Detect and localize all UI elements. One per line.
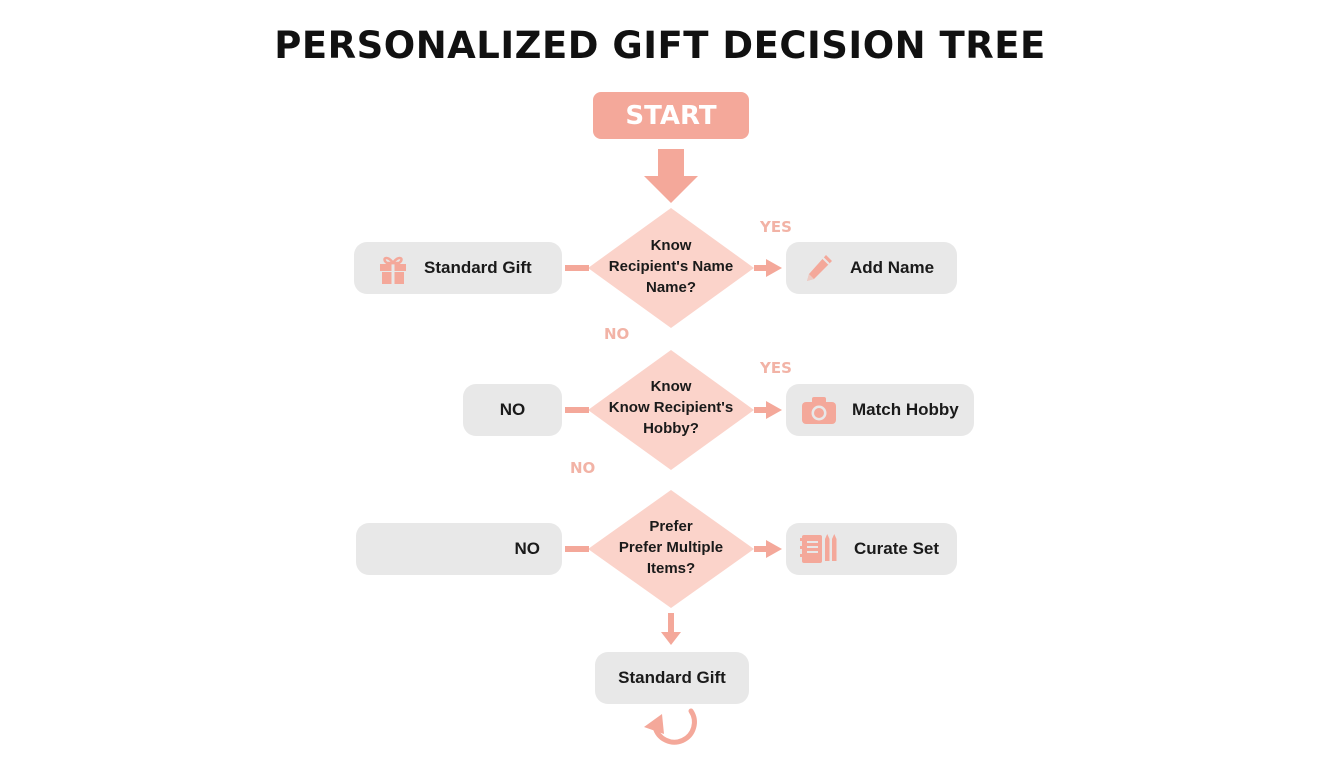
- match-hobby-label: Match Hobby: [852, 400, 959, 419]
- arrowhead-right-1: [766, 259, 782, 277]
- no-box-2-label: NO: [499, 400, 526, 419]
- arrowhead-down: [661, 632, 681, 645]
- connector-left-1: [565, 265, 589, 271]
- decision-1-text: Know Recipient's Name Name?: [608, 237, 734, 296]
- decision-2-text: Know Know Recipient's Hobby?: [608, 378, 734, 437]
- end-standard-gift-box: Standard Gift: [595, 652, 749, 704]
- loop-arrow-icon: [644, 708, 697, 745]
- curate-set-label: Curate Set: [854, 539, 940, 558]
- page-title: PERSONALIZED GIFT DECISION TREE: [274, 24, 1046, 67]
- notebook-pencils-icon: [798, 532, 840, 566]
- connector-right-1: [754, 265, 768, 271]
- decision-diamond-1: [588, 208, 754, 328]
- add-name-label: Add Name: [850, 258, 935, 277]
- camera-icon: [800, 394, 838, 426]
- end-standard-gift-label: Standard Gift: [618, 668, 726, 687]
- no-label-2: NO: [570, 459, 596, 477]
- match-hobby-box: Match Hobby: [786, 384, 974, 436]
- no-label-1: NO: [604, 325, 630, 343]
- no-box-2: NO: [463, 384, 562, 436]
- yes-label-2: YES: [760, 359, 792, 377]
- start-node: START: [593, 92, 749, 139]
- standard-gift-box: Standard Gift: [354, 242, 562, 294]
- connector-left-3: [565, 546, 589, 552]
- decision-3-text: Prefer Prefer Multiple Items?: [618, 518, 724, 577]
- curate-set-box: Curate Set: [786, 523, 957, 575]
- decision-diamond-3: [588, 490, 754, 608]
- gift-icon: [376, 251, 410, 285]
- decision-diamond-2: [588, 350, 754, 470]
- connector-right-3: [754, 546, 768, 552]
- arrowhead-right-3: [766, 540, 782, 558]
- no-box-3: NO: [356, 523, 562, 575]
- connector-right-2: [754, 407, 768, 413]
- yes-label-1: YES: [760, 218, 792, 236]
- standard-gift-label: Standard Gift: [424, 258, 532, 277]
- start-arrow: [644, 149, 698, 203]
- arrowhead-right-2: [766, 401, 782, 419]
- add-name-box: Add Name: [786, 242, 957, 294]
- connector-left-2: [565, 407, 589, 413]
- no-box-3-label: NO: [514, 539, 541, 558]
- pen-icon: [802, 251, 836, 285]
- connector-down: [668, 613, 674, 635]
